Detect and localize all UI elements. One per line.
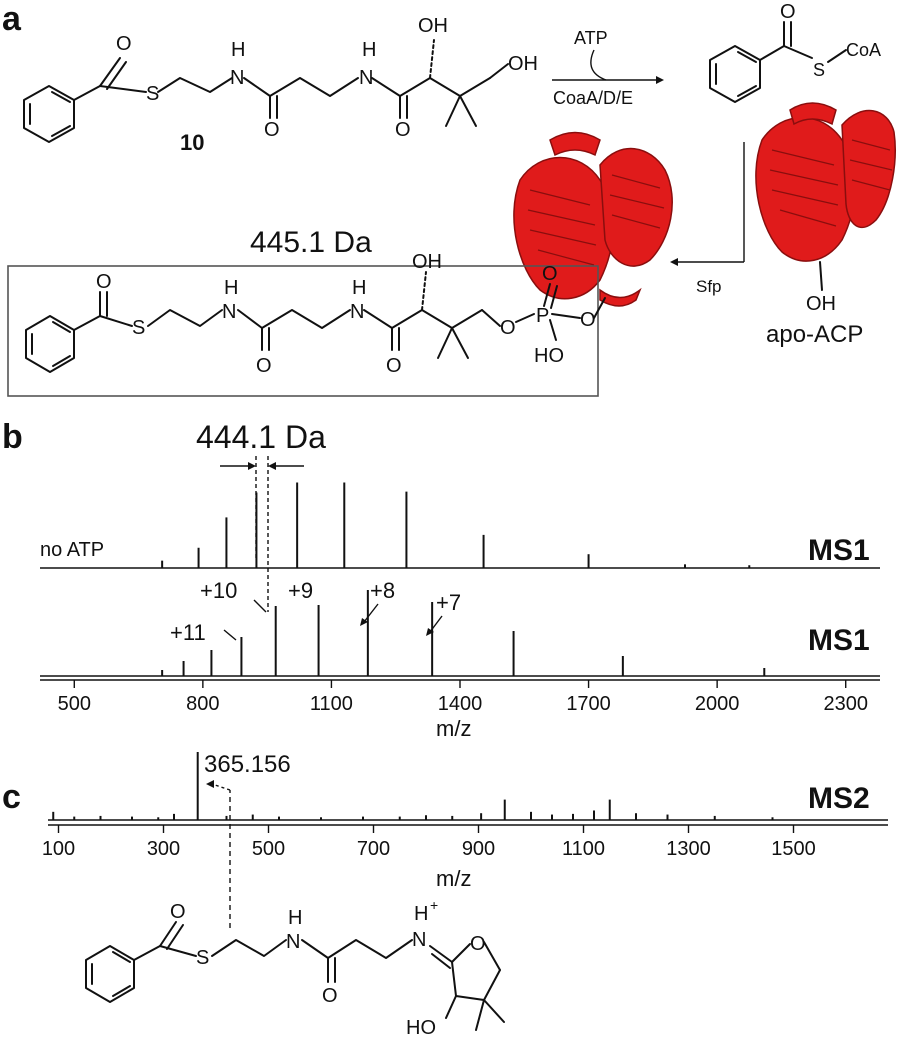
- x-tick-label: 1100: [310, 693, 353, 715]
- ms1-top-peaks: [161, 482, 751, 568]
- atom-o: O: [322, 985, 338, 1007]
- x-tick-label: 2000: [695, 693, 740, 715]
- x-tick-label: 1300: [666, 838, 711, 860]
- atom-p: P: [536, 305, 549, 327]
- ms1-x-ticks: 500 800 1100 1400 1700 2000 2300: [58, 680, 868, 715]
- charge-label: +10: [200, 578, 237, 603]
- ms2-peaks: [52, 752, 774, 820]
- ms1-x-axis-label: m/z: [436, 716, 471, 741]
- adduct-structure: [25, 271, 606, 373]
- reaction-arrow: [552, 49, 664, 84]
- x-tick-label: 800: [186, 693, 219, 715]
- atom-n: N: [222, 301, 236, 323]
- x-tick-label: 900: [462, 838, 495, 860]
- x-tick-label: 1400: [438, 693, 483, 715]
- charge-label: +9: [288, 578, 313, 603]
- atom-h: H: [231, 39, 245, 61]
- x-tick-label: 700: [357, 838, 390, 860]
- benzoyl-coa-structure: [709, 21, 847, 103]
- coa-label: CoA: [846, 40, 881, 60]
- x-tick-label: 500: [252, 838, 285, 860]
- apo-acp-label: apo-ACP: [766, 321, 863, 348]
- atom-ho: HO: [406, 1017, 436, 1039]
- x-tick-label: 500: [58, 693, 91, 715]
- atom-n: N: [350, 301, 364, 323]
- atom-o: O: [500, 317, 516, 339]
- panel-label-c: c: [2, 778, 21, 816]
- atom-s: S: [146, 83, 159, 105]
- compound-number: 10: [180, 130, 204, 155]
- atom-ho: HO: [534, 345, 564, 367]
- atom-oh: OH: [508, 53, 538, 75]
- mass-shift-label: 444.1 Da: [196, 419, 326, 455]
- atom-o: O: [116, 33, 132, 55]
- holo-acp-protein-icon: [513, 131, 673, 307]
- x-tick-label: 300: [147, 838, 180, 860]
- atom-o: O: [780, 1, 796, 23]
- charge-state-labels: +11 +10 +9 +8 +7: [170, 578, 461, 645]
- atom-oh: OH: [418, 15, 448, 37]
- protonated-h: H: [414, 903, 428, 925]
- atom-o: O: [96, 271, 112, 293]
- atom-n: N: [412, 929, 426, 951]
- atom-o: O: [386, 355, 402, 377]
- ms2-label: MS2: [808, 782, 870, 815]
- atom-h: H: [352, 277, 366, 299]
- atom-o: O: [264, 119, 280, 141]
- x-tick-label: 1100: [562, 838, 605, 860]
- atom-o: O: [542, 263, 558, 285]
- atom-s: S: [813, 60, 825, 80]
- apo-oh-label: OH: [806, 293, 836, 315]
- atom-oh: OH: [412, 251, 442, 273]
- apo-acp-helix-lines: [769, 139, 893, 227]
- positive-charge: +: [430, 897, 438, 913]
- adduct-mass-label: 445.1 Da: [250, 226, 372, 259]
- atom-h: H: [224, 277, 238, 299]
- ms2-x-axis-label: m/z: [436, 866, 471, 891]
- charge-label: +8: [370, 578, 395, 603]
- panel-label-a: a: [2, 0, 22, 38]
- atom-n: N: [359, 67, 373, 89]
- compound-10-structure: [23, 39, 509, 143]
- atom-s: S: [196, 947, 209, 969]
- atom-o: O: [170, 901, 186, 923]
- atom-h: H: [362, 39, 376, 61]
- cofactor-label: ATP: [574, 28, 608, 48]
- ms1-top-label: MS1: [808, 534, 870, 567]
- fragment-structure: [85, 921, 505, 1031]
- fragment-mass-label: 365.156: [204, 751, 291, 778]
- apo-acp-protein-icon: [755, 102, 896, 262]
- adduct-box: [7, 265, 599, 397]
- x-tick-label: 1500: [771, 838, 816, 860]
- ms2-x-ticks: 100 300 500 700 900 1100 1300 1500: [42, 825, 816, 860]
- atom-o: O: [580, 309, 596, 331]
- atom-n: N: [286, 931, 300, 953]
- x-tick-label: 1700: [566, 693, 611, 715]
- enzymes-label: CoaA/D/E: [553, 88, 633, 108]
- sfp-label: Sfp: [696, 277, 722, 296]
- atom-h: H: [288, 907, 302, 929]
- apo-acp-serine-bond: [819, 261, 823, 291]
- ms1-bottom-label: MS1: [808, 624, 870, 657]
- trace-condition-label: no ATP: [40, 539, 104, 561]
- x-tick-label: 100: [42, 838, 75, 860]
- charge-label: +11: [170, 620, 206, 645]
- atom-n: N: [230, 67, 244, 89]
- ms1-bottom-peaks: [161, 590, 766, 676]
- panel-label-b: b: [2, 418, 23, 456]
- x-tick-label: 2300: [823, 693, 868, 715]
- charge-label: +7: [436, 590, 461, 615]
- fragment-arrow: [206, 780, 231, 928]
- atom-o: O: [395, 119, 411, 141]
- atom-s: S: [132, 317, 145, 339]
- holo-acp-helix-lines: [527, 174, 665, 266]
- atom-o: O: [256, 355, 272, 377]
- atom-o: O: [470, 933, 486, 955]
- sfp-arrow: [670, 142, 745, 266]
